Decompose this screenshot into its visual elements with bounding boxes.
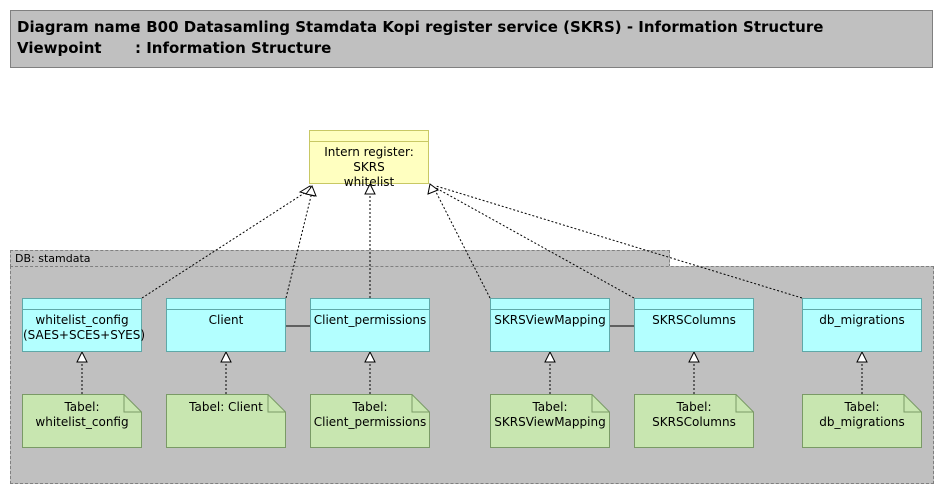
entity-name: SKRSViewMapping	[494, 313, 606, 327]
viewpoint-value: : Information Structure	[135, 39, 332, 57]
viewpoint-label: Viewpoint	[17, 39, 102, 57]
realization-line-db-migrations	[435, 185, 803, 299]
target-name: Intern register: SKRS whitelist	[324, 145, 414, 189]
entity-name: SKRSColumns	[652, 313, 736, 327]
entity-name: Client_permissions	[313, 313, 427, 327]
viewpoint-row: Viewpoint : Information Structure	[17, 39, 331, 57]
intern-register-skrs-whitelist[interactable]: Intern register: SKRS whitelist	[309, 130, 429, 189]
group-label-tab: DB: stamdata	[10, 250, 670, 267]
diagram-header: Diagram name: B00 Datasamling Stamdata K…	[10, 10, 933, 68]
group-label: DB: stamdata	[15, 252, 91, 265]
note-text: Tabel: whitelist_config	[35, 400, 129, 429]
element-divider	[635, 309, 753, 310]
realization-line-client	[285, 191, 313, 299]
note-text: Tabel: SKRSColumns	[652, 400, 736, 429]
note-shape	[802, 394, 922, 448]
arrowhead-2	[305, 184, 317, 197]
realization-line-skrscolumns	[435, 187, 635, 299]
entity-name: Client	[208, 313, 244, 327]
entity-client[interactable]: Client	[166, 298, 286, 352]
element-divider	[310, 141, 428, 142]
arrowhead-note-6	[856, 350, 868, 363]
element-divider	[803, 309, 921, 310]
note-skrscolumns[interactable]: Tabel: SKRSColumns	[634, 394, 754, 448]
arrowhead-4	[427, 183, 440, 195]
note-text: Tabel: db_migrations	[819, 400, 905, 429]
group-db-stamdata[interactable]	[10, 266, 934, 484]
note-shape	[490, 394, 610, 448]
note-db-migrations[interactable]: Tabel: db_migrations	[802, 394, 922, 448]
arrowhead-note-4	[544, 350, 556, 363]
note-shape	[22, 394, 142, 448]
note-client[interactable]: Tabel: Client	[166, 394, 286, 448]
note-text: Tabel: Client	[189, 400, 263, 414]
entity-db-migrations[interactable]: db_migrations	[802, 298, 922, 352]
element-divider	[23, 309, 141, 310]
entity-skrsviewmapping[interactable]: SKRSViewMapping	[490, 298, 610, 352]
diagram-name-label: Diagram name	[17, 18, 141, 36]
diagram-name-value: : B00 Datasamling Stamdata Kopi register…	[135, 18, 824, 36]
arrowhead-3	[364, 182, 376, 195]
arrowhead-note-5	[688, 350, 700, 363]
entity-whitelist-config[interactable]: whitelist_config (SAES+SCES+SYES)	[22, 298, 146, 352]
entity-client-permissions[interactable]: Client_permissions	[310, 298, 430, 352]
note-text: Tabel: Client_permissions	[313, 400, 427, 429]
entity-name: db_migrations	[819, 313, 905, 327]
note-shape	[310, 394, 430, 448]
diagram-name-row: Diagram name: B00 Datasamling Stamdata K…	[17, 18, 823, 36]
realization-line-skrsviewmapping	[435, 191, 491, 299]
note-whitelist-config[interactable]: Tabel: whitelist_config	[22, 394, 142, 448]
note-shape	[166, 394, 286, 448]
arrowhead-note-2	[220, 350, 232, 363]
note-skrsviewmapping[interactable]: Tabel: SKRSViewMapping	[490, 394, 610, 448]
element-divider	[491, 309, 609, 310]
arrowhead-note-1	[76, 350, 88, 363]
note-shape	[634, 394, 754, 448]
entity-skrscolumns[interactable]: SKRSColumns	[634, 298, 754, 352]
element-divider	[167, 309, 285, 310]
element-divider	[311, 309, 429, 310]
note-text: Tabel: SKRSViewMapping	[494, 400, 606, 429]
note-client-permissions[interactable]: Tabel: Client_permissions	[310, 394, 430, 448]
entity-name: whitelist_config (SAES+SCES+SYES)	[23, 313, 146, 342]
arrowhead-note-3	[364, 350, 376, 363]
realization-line-whitelist-config	[141, 191, 307, 299]
